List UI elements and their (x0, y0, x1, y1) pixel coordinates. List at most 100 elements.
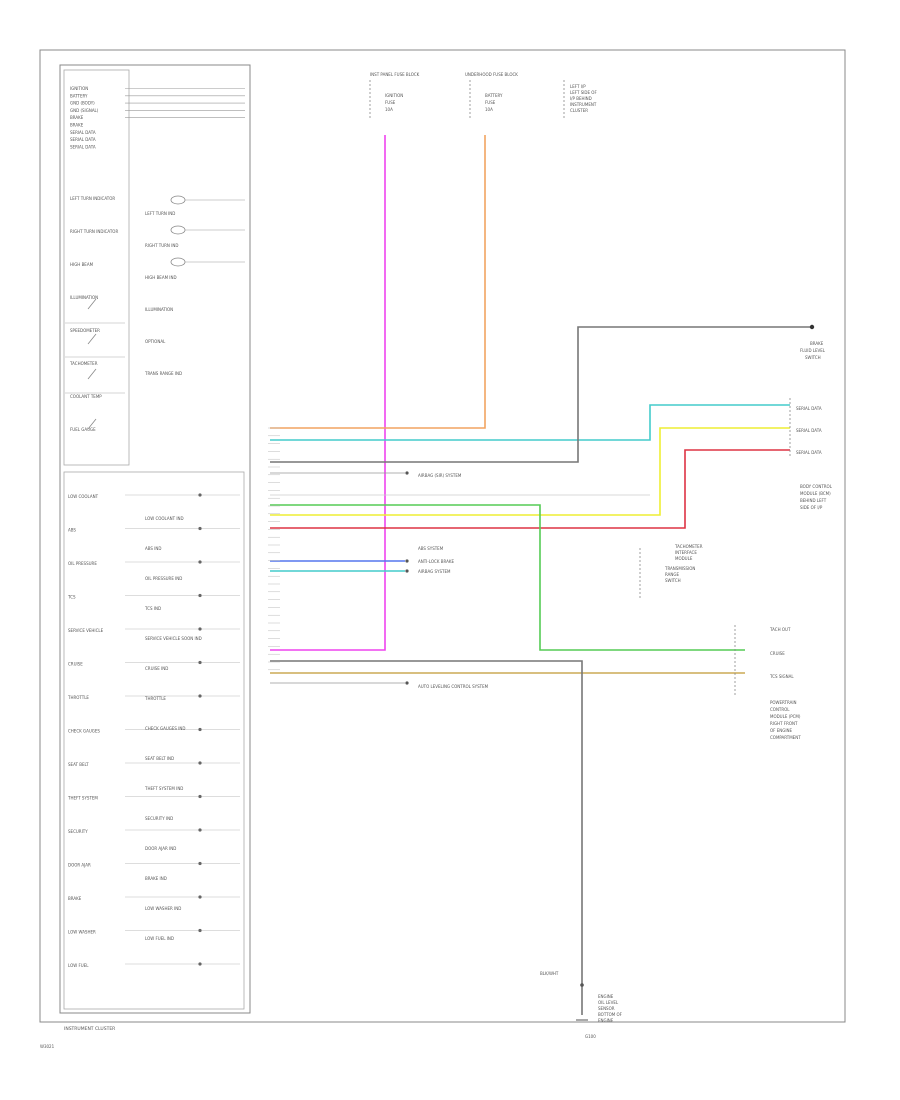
indicator-lamp-label: LOW WASHER IND (145, 906, 181, 911)
indicator-lamp-label: SECURITY IND (145, 816, 173, 821)
cluster-input-label: SERIAL DATA (70, 144, 96, 149)
cluster-title: INSTRUMENT CLUSTER (64, 1026, 115, 1032)
diagram-frame (39, 49, 846, 1023)
cluster-input-label: GND (SIGNAL) (70, 108, 99, 113)
indicator-lamp-label: THROTTLE (144, 696, 166, 701)
lamp-bulb-icon (170, 195, 186, 205)
diode-icon (198, 828, 202, 832)
svg-text:SENSOR: SENSOR (598, 1006, 615, 1011)
diode-icon (198, 928, 202, 933)
diode-icon (198, 761, 202, 765)
diode-icon (198, 560, 202, 564)
indicator-lamp-label: DOOR AJAR IND (145, 846, 176, 851)
cluster-gauge-label: FUEL GAUGE (70, 427, 96, 432)
svg-text:INSTRUMENT: INSTRUMENT (570, 102, 597, 107)
cluster-indicator-label: THEFT SYSTEM (67, 796, 98, 801)
indicator-lamp-label: TCS IND (144, 606, 161, 611)
gauge-needle-icon (87, 368, 97, 380)
indicator-lamp-label: CHECK GAUGES IND (145, 726, 185, 731)
wire-pink (270, 135, 386, 651)
cluster-indicator-label: DOOR AJAR (68, 863, 91, 868)
svg-text:SERIAL DATA: SERIAL DATA (796, 406, 822, 411)
svg-text:BEHIND LEFT: BEHIND LEFT (800, 498, 827, 503)
svg-text:AUTO LEVELING CONTROL SYSTEM: AUTO LEVELING CONTROL SYSTEM (418, 684, 489, 689)
connector-pins (268, 427, 280, 671)
svg-text:TCS SIGNAL: TCS SIGNAL (769, 674, 794, 679)
svg-text:INTERFACE: INTERFACE (675, 550, 697, 555)
diode-icon (198, 727, 202, 732)
cluster-indicator-label: BRAKE (68, 896, 82, 901)
diode-icon (198, 627, 202, 631)
wire-gray-brake (270, 326, 810, 463)
powertrain-control-module: TACH OUT CRUISE TCS SIGNAL POWERTRAIN CO… (734, 625, 801, 740)
wire-green (270, 504, 745, 651)
svg-text:BODY CONTROL: BODY CONTROL (800, 484, 833, 489)
gauge-needle-icon (87, 418, 97, 430)
cluster-indicator-label: LOW FUEL (68, 963, 89, 968)
tachometer-module: TACHOMETER INTERFACE MODULE TRANSMISSION… (639, 544, 703, 600)
svg-text:BLK/WHT: BLK/WHT (540, 971, 559, 976)
svg-text:BATTERY: BATTERY (485, 93, 503, 98)
svg-text:POWERTRAIN: POWERTRAIN (770, 700, 797, 705)
cluster-indicator-label: THROTTLE (67, 695, 89, 700)
svg-text:MODULE (PCM): MODULE (PCM) (770, 714, 801, 719)
indicator-lamp-label: RIGHT TURN IND (145, 243, 178, 248)
svg-text:10A: 10A (385, 107, 393, 112)
indicator-lamp-label: BRAKE IND (145, 876, 167, 881)
svg-text:OF ENGINE: OF ENGINE (770, 728, 793, 733)
diode-icon (198, 493, 202, 497)
indicator-lamp-label: OIL PRESSURE IND (145, 576, 182, 581)
svg-text:OIL LEVEL: OIL LEVEL (598, 1000, 619, 1005)
cluster-gauge-label: HIGH BEAM (70, 262, 94, 267)
cluster-input-label: SERIAL DATA (70, 137, 96, 142)
svg-text:BRAKE: BRAKE (810, 341, 824, 346)
indicator-lamp-label: LEFT TURN IND (145, 211, 175, 216)
cluster-inner-top (63, 69, 130, 466)
svg-text:UNDERHOOD FUSE BLOCK: UNDERHOOD FUSE BLOCK (465, 72, 518, 77)
diode-icon (198, 660, 202, 665)
cluster-input-label: IGNITION (70, 86, 88, 91)
diode-icon (198, 526, 202, 531)
cluster-input-label: BRAKE (70, 123, 84, 128)
svg-text:ABS SYSTEM: ABS SYSTEM (418, 546, 444, 551)
indicator-lamp-label: THEFT SYSTEM IND (144, 786, 183, 791)
svg-text:TACHOMETER: TACHOMETER (674, 544, 703, 549)
svg-text:AIRBAG (SIR) SYSTEM: AIRBAG (SIR) SYSTEM (418, 473, 462, 478)
cluster-inner-bottom (63, 471, 245, 1010)
ground-g100: BLK/WHT ENGINE OIL LEVEL SENSOR BOTTOM O… (540, 971, 623, 1039)
footer-code: W3021 (40, 1044, 55, 1049)
cluster-gauge-label: ILLUMINATION (70, 295, 98, 300)
svg-text:SWITCH: SWITCH (805, 355, 821, 360)
svg-text:SWITCH: SWITCH (665, 578, 681, 583)
cluster-indicator-label: CRUISE (68, 662, 83, 667)
indicator-lamp-label: LOW FUEL IND (145, 936, 174, 941)
cluster-indicator-label: OIL PRESSURE (68, 561, 97, 566)
wire-red (270, 449, 790, 529)
svg-text:RANGE: RANGE (665, 572, 679, 577)
svg-text:ANTI-LOCK BRAKE: ANTI-LOCK BRAKE (418, 559, 454, 564)
diode-icon (198, 962, 202, 966)
indicator-lamp-label: CRUISE IND (145, 666, 168, 671)
cluster-indicator-label: LOW WASHER (68, 930, 96, 935)
svg-text:FUSE: FUSE (485, 100, 496, 105)
svg-text:CONTROL: CONTROL (770, 707, 790, 712)
svg-text:LEFT SIDE OF: LEFT SIDE OF (570, 90, 597, 95)
inst-panel-fuse-block: INST PANEL FUSE BLOCK IGNITION FUSE 10A (369, 72, 420, 120)
underhood-fuse-block: UNDERHOOD FUSE BLOCK BATTERY FUSE 10A LE… (465, 72, 597, 120)
cluster-input-label: GND (BODY) (70, 101, 95, 106)
wire-orange (270, 135, 486, 429)
svg-text:CLUSTER: CLUSTER (570, 108, 588, 113)
svg-text:MODULE: MODULE (675, 556, 693, 561)
serial-data-connectors: SERIAL DATA SERIAL DATA SERIAL DATA (789, 398, 822, 458)
svg-text:AIRBAG SYSTEM: AIRBAG SYSTEM (418, 569, 451, 574)
cluster-indicator-label: CHECK GAUGES (68, 729, 100, 734)
indicator-lamp-label: TRANS RANGE IND (144, 371, 182, 376)
brake-fluid-level-switch: BRAKE FLUID LEVEL SWITCH (800, 324, 826, 360)
indicator-lamp-label: ILLUMINATION (145, 307, 173, 312)
svg-text:I/P BEHIND: I/P BEHIND (570, 96, 592, 101)
cluster-gauge-label: LEFT TURN INDICATOR (70, 196, 115, 201)
svg-text:FUSE: FUSE (385, 100, 396, 105)
